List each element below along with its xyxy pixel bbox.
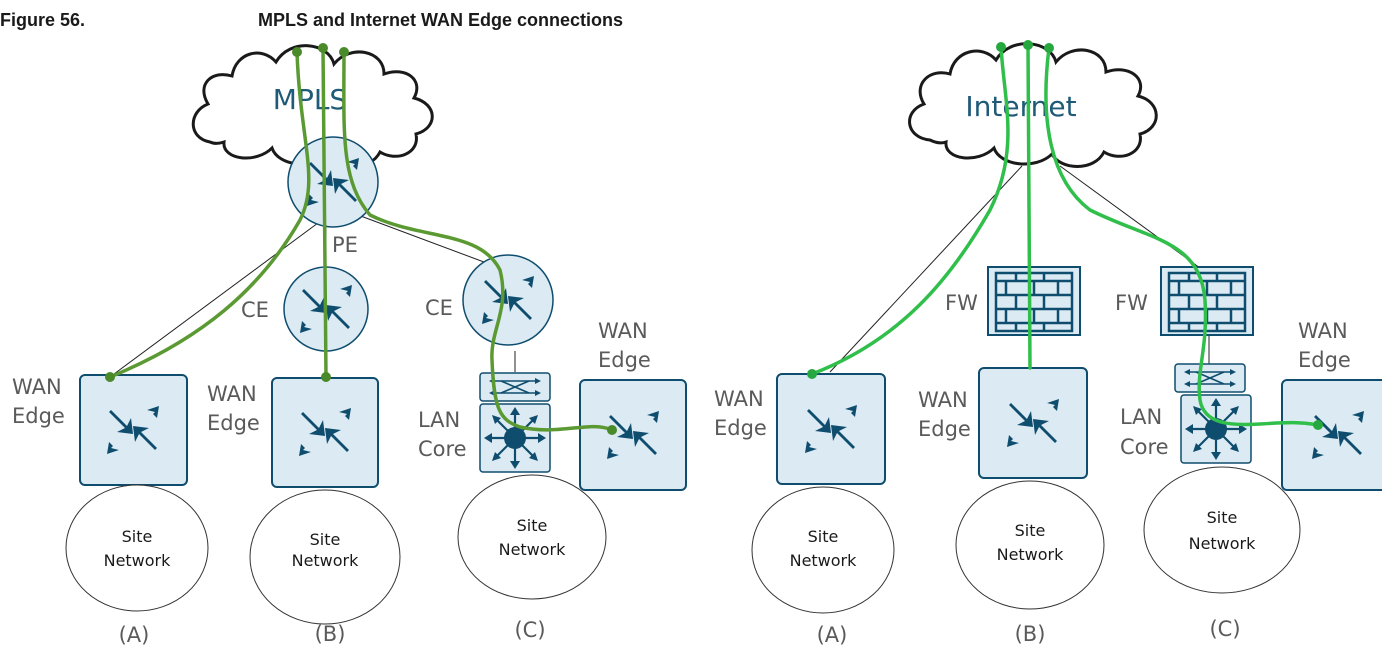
fw-label-c: FW [1115, 291, 1148, 315]
core-label-c-2: Core [418, 437, 467, 461]
site-network-b [249, 489, 401, 625]
site-network-rc [1143, 466, 1301, 594]
edge-label-rc-2: Edge [1298, 348, 1351, 372]
lan-core-rc-icon [1179, 393, 1253, 465]
firewall-b-icon [986, 265, 1082, 337]
caption-rc: (C) [1209, 617, 1240, 641]
caption-c: (C) [514, 618, 545, 642]
switch-rc-icon [1174, 363, 1246, 393]
figure-title: MPLS and Internet WAN Edge connections [258, 10, 624, 30]
fw-label-b: FW [945, 291, 978, 315]
caption-a: (A) [119, 623, 150, 647]
edge-label-rb-2: Edge [918, 417, 971, 441]
edge-label-c-1: WAN [598, 319, 648, 343]
site-label-ra-1: Site [808, 527, 839, 546]
site-label-ra-2: Network [790, 551, 858, 570]
core-label-rc-1: LAN [1120, 405, 1162, 429]
core-label-c-1: LAN [418, 408, 460, 432]
site-network-c [457, 474, 607, 600]
site-network-ra [751, 486, 895, 614]
site-label-rb-1: Site [1015, 521, 1046, 540]
site-label-rb-2: Network [997, 545, 1065, 564]
figure-number: Figure 56. [0, 10, 86, 30]
edge-label-c-2: Edge [598, 348, 651, 372]
site-label-c-2: Network [499, 540, 567, 559]
wan-edge-b-icon [271, 377, 379, 488]
pe-router-icon [287, 136, 379, 228]
edge-label-rb-1: WAN [918, 388, 968, 412]
wan-edge-rc-icon [1281, 379, 1382, 491]
edge-label-b-2: Edge [207, 411, 260, 435]
mpls-panel: MPLS PE CE CE [12, 43, 687, 647]
wan-edge-c-icon [579, 379, 687, 491]
wan-edge-a-icon [79, 374, 188, 486]
wan-edge-rb-icon [978, 367, 1088, 479]
site-label-b-2: Network [292, 551, 360, 570]
site-label-rc-1: Site [1207, 508, 1238, 527]
firewall-c-icon [1159, 265, 1255, 337]
edge-label-a-1: WAN [12, 375, 62, 399]
edge-label-a-2: Edge [12, 404, 65, 428]
mpls-cloud-label: MPLS [273, 83, 347, 116]
core-label-rc-2: Core [1120, 435, 1169, 459]
internet-cloud-label: Internet [965, 90, 1076, 123]
caption-ra: (A) [817, 623, 848, 647]
site-label-b-1: Site [310, 530, 341, 549]
caption-rb: (B) [1015, 622, 1046, 646]
lan-core-c-icon [478, 402, 552, 474]
edge-label-ra-1: WAN [714, 387, 764, 411]
caption-b: (B) [315, 622, 346, 646]
site-label-a-2: Network [104, 551, 172, 570]
ce-router-c-icon [462, 254, 554, 346]
site-label-rc-2: Network [1189, 534, 1257, 553]
mpls-cloud-icon [191, 44, 434, 168]
mpls-paths [108, 46, 614, 432]
site-network-a [65, 484, 209, 612]
edge-label-b-1: WAN [207, 382, 257, 406]
internet-paths [810, 43, 1320, 427]
site-network-rb [955, 480, 1105, 610]
internet-panel: Internet FW FW WAN Edge Site Network (A) [714, 40, 1382, 647]
internet-cloud-icon [908, 42, 1158, 168]
wan-edge-ra-icon [776, 373, 886, 485]
edge-label-rc-1: WAN [1298, 319, 1348, 343]
switch-c-icon [479, 372, 551, 402]
site-label-c-1: Site [517, 516, 548, 535]
site-label-a-1: Site [122, 527, 153, 546]
pe-label: PE [332, 233, 358, 257]
ce-label-b: CE [241, 298, 269, 322]
ce-label-c: CE [425, 296, 453, 320]
edge-label-ra-2: Edge [714, 416, 767, 440]
